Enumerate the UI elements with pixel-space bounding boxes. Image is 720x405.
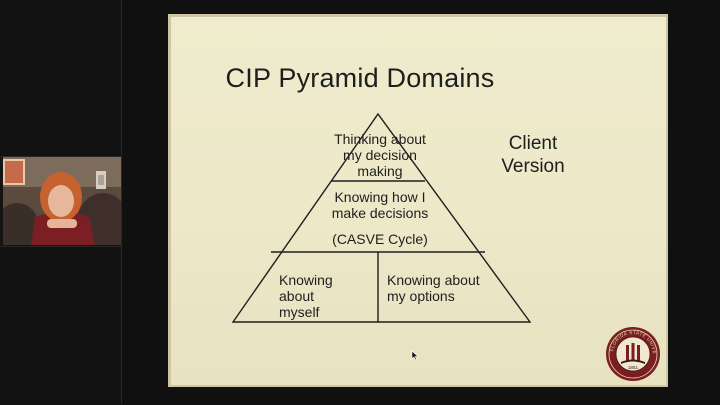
- client-version-label: Client Version: [488, 132, 578, 178]
- seal-torch: [631, 343, 635, 361]
- cip-pyramid-diagram: [231, 112, 532, 323]
- pyramid-casve-label: (CASVE Cycle): [332, 231, 428, 247]
- client-version-line-2: Version: [501, 156, 565, 177]
- pyramid-top-line: my decision: [343, 147, 417, 163]
- slide-title: CIP Pyramid Domains: [225, 63, 495, 93]
- seal-torch: [626, 345, 629, 361]
- client-version-line-1: Client: [508, 133, 558, 154]
- mouse-cursor-icon: [411, 350, 419, 361]
- pyramid-middle-line: Knowing how I: [334, 189, 426, 205]
- empty-video-tile: [0, 0, 121, 157]
- presenter-webcam-feed[interactable]: [3, 157, 121, 245]
- pyramid-middle-label: Knowing how I make decisions: [320, 189, 440, 221]
- pyramid-top-line: making: [357, 163, 403, 179]
- pyramid-bottom-left-label: Knowing about myself: [279, 272, 359, 320]
- presentation-slide: [171, 17, 666, 385]
- empty-video-tile: [0, 246, 121, 405]
- seal-ring-line: [608, 329, 658, 379]
- pyramid-bottom-left-line: myself: [279, 304, 320, 320]
- pyramid-bottom-right-line: my options: [387, 288, 455, 304]
- university-seal-icon: FLORIDA STATE UNIVERSITY 1851: [605, 326, 660, 381]
- pyramid-top-line: Thinking about: [334, 131, 426, 147]
- pyramid-top-label: Thinking about my decision making: [322, 131, 438, 179]
- pyramid-bottom-right-label: Knowing about my options: [387, 272, 507, 304]
- pyramid-bottom-left-line: about: [279, 288, 315, 304]
- pyramid-outline: [231, 112, 532, 323]
- pyramid-middle-line: make decisions: [331, 205, 429, 221]
- seal-year: 1851: [628, 365, 639, 370]
- webcam-image: [3, 157, 121, 245]
- pyramid-bottom-right-line: Knowing about: [387, 272, 480, 288]
- seal-torch: [637, 345, 640, 361]
- pyramid-bottom-left-line: Knowing: [279, 272, 333, 288]
- seal-banner: [621, 359, 645, 364]
